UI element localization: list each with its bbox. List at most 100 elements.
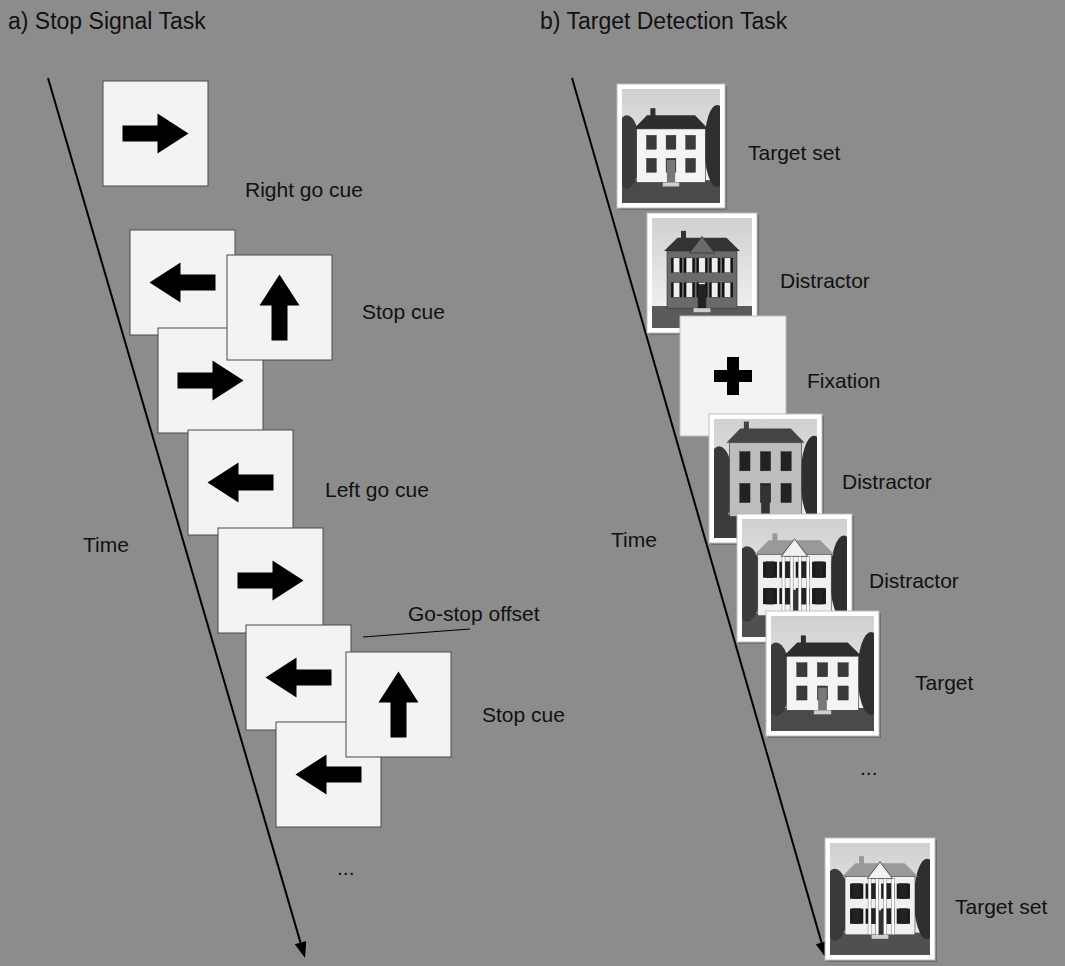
window [673,282,679,297]
door [667,160,675,183]
house-photo [762,611,885,738]
steps [872,935,889,939]
arrow-symbol [208,463,274,503]
house-body [845,877,915,935]
card-face [346,652,451,757]
house-photo [821,838,940,962]
arrow-symbol [178,361,244,401]
house-body [637,129,706,183]
sky [622,89,720,203]
cue-card [103,81,208,186]
arrow-symbol [150,263,216,303]
house-body [786,656,858,710]
window [724,258,730,273]
shutter [897,884,910,899]
arrow-symbol [260,275,300,341]
tree [830,536,847,621]
door [818,688,827,711]
door [761,486,770,517]
window [853,884,861,899]
arrow-symbol [238,561,304,601]
stimulus-label: Target set [955,895,1047,919]
window [686,282,692,297]
ground [771,708,874,731]
window [817,663,827,677]
card-face [188,430,293,535]
cue-card [130,230,235,335]
column [891,879,894,935]
window [781,483,791,502]
chimney [681,231,686,240]
chimney [801,635,806,644]
leader-line [363,629,470,637]
stimulus-label: Target set [748,141,840,165]
window [699,258,705,273]
photo-scene [652,218,752,328]
card-face [218,528,323,633]
time-axis-line [572,78,822,943]
panel-title: a) Stop Signal Task [8,8,206,34]
shutter [812,562,826,578]
card-face [246,625,351,730]
chimney [744,422,749,431]
window [899,909,907,924]
column [790,556,793,615]
time-axis-head [295,941,307,958]
window [815,562,823,578]
shutter [850,884,863,899]
tree [914,859,930,940]
steps [694,308,711,312]
window [666,135,676,149]
window [740,452,750,471]
stimulus-label: Distractor [780,269,870,293]
shutter [850,909,863,924]
card-face [103,81,208,186]
ellipsis: ... [860,756,878,780]
arrow-symbol [266,658,332,698]
shutter [671,282,682,297]
cue-card [246,625,351,730]
cue-label: Left go cue [325,478,429,502]
photo-scene [771,616,874,731]
window [760,452,770,471]
shutter [709,282,720,297]
door [698,284,706,308]
chimney [859,856,864,865]
ellipsis: ... [337,856,355,880]
window [686,158,696,172]
shutter [671,258,682,273]
window [899,884,907,899]
window [724,282,730,297]
shutter [697,258,708,273]
photo-scene [830,843,930,955]
offset-label: Go-stop offset [408,602,540,626]
window [712,258,718,273]
tree [704,105,720,187]
chimney [650,108,655,117]
shutter [722,282,733,297]
window [686,135,696,149]
tree [858,632,874,715]
cue-card [346,652,451,757]
cue-card [218,528,323,633]
column [876,879,879,935]
shutter [722,258,733,273]
column [782,556,785,615]
cue-label: Stop cue [362,300,445,324]
cue-label: Stop cue [482,703,565,727]
window [686,258,692,273]
pediment [689,236,714,253]
window [781,452,791,471]
column [806,556,809,615]
window [647,135,657,149]
sky [771,616,874,731]
photo-scene [622,89,720,203]
cue-card [188,430,293,535]
roof [634,115,709,129]
shutter [763,562,777,578]
stimulus-label: Target [915,671,973,695]
window [838,686,848,700]
pediment [867,862,892,879]
fixation-cross [727,357,739,395]
shutter [812,588,826,604]
